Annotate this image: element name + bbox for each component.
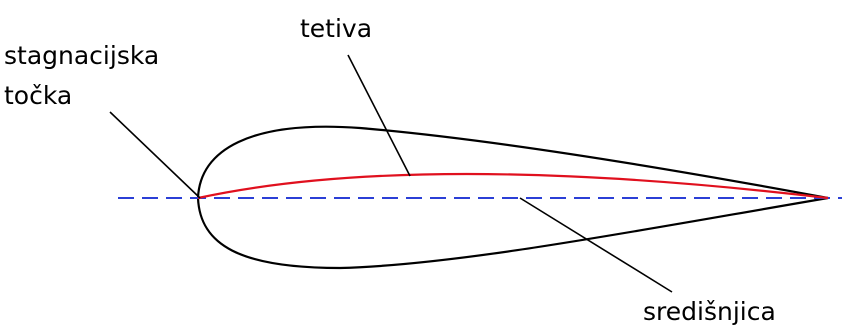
midline-label: središnjica [643, 297, 776, 326]
stagnation-point-label-line2: točka [4, 81, 72, 110]
camber-line [197, 172, 829, 200]
midline-leader-line [519, 197, 673, 293]
stagnation-point-label-line1: stagnacijska [4, 41, 159, 70]
chord-leader-line [347, 54, 411, 177]
chord-label: tetiva [300, 14, 372, 43]
stagnation-leader-line [109, 111, 201, 199]
